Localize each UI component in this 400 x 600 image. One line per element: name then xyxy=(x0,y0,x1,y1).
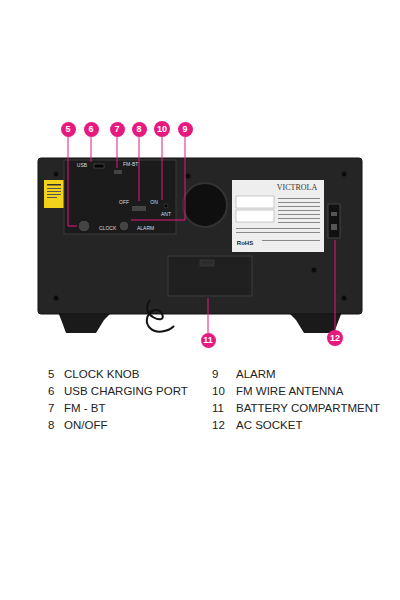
screws xyxy=(312,268,317,273)
callout-number: 6 xyxy=(88,125,93,134)
leader-lines xyxy=(139,137,140,201)
key-number: 5 xyxy=(48,368,54,381)
screws xyxy=(342,172,347,177)
battery-compartment xyxy=(168,256,252,296)
panel-marking: CLOCK xyxy=(99,226,116,232)
callout-number: 9 xyxy=(182,125,187,134)
callout-number: 7 xyxy=(114,125,119,134)
warning-sticker xyxy=(47,184,61,186)
screws xyxy=(54,296,59,301)
ac-socket xyxy=(328,204,340,238)
key-number: 9 xyxy=(212,368,218,381)
rating-label xyxy=(232,180,324,252)
warning-sticker xyxy=(47,188,61,189)
left-foot xyxy=(58,312,112,333)
rating-label xyxy=(262,240,320,241)
leader-lines xyxy=(68,137,335,333)
control-recess xyxy=(64,160,176,234)
clock-knob xyxy=(78,220,90,232)
ac-socket xyxy=(331,224,337,230)
callout-circle: 7 xyxy=(110,122,125,137)
leader-lines xyxy=(68,137,77,226)
power-switch xyxy=(132,206,146,211)
usb-port xyxy=(94,164,104,168)
screws xyxy=(54,172,59,177)
callout-circle: 11 xyxy=(201,333,216,348)
panel-marking: USB xyxy=(77,163,87,169)
ac-socket xyxy=(331,212,337,216)
key-text: ALARM xyxy=(236,368,276,381)
key-text: CLOCK KNOB xyxy=(64,368,139,381)
key-text: USB CHARGING PORT xyxy=(64,385,188,398)
key-number: 11 xyxy=(212,402,224,415)
antenna-wire xyxy=(147,300,174,332)
leader-lines xyxy=(208,298,209,333)
bass-port xyxy=(183,183,227,227)
leader-lines xyxy=(117,137,118,168)
callout-circle: 10 xyxy=(154,121,170,137)
panel-marking: OFF xyxy=(119,200,129,206)
back-panel xyxy=(38,158,362,314)
rating-label xyxy=(236,232,320,233)
key-number: 6 xyxy=(48,385,54,398)
callout-circle: 9 xyxy=(178,122,193,137)
battery-compartment xyxy=(168,256,252,296)
rating-label xyxy=(278,202,320,203)
key-number: 12 xyxy=(212,419,225,432)
warning-sticker xyxy=(47,191,61,192)
warning-sticker xyxy=(44,180,64,208)
rating-label xyxy=(278,222,320,223)
battery-compartment xyxy=(200,260,214,266)
warning-sticker xyxy=(47,197,57,198)
callout-number: 5 xyxy=(65,125,70,134)
panel-marking: FM-BT xyxy=(123,162,138,168)
brand-name: VICTROLA xyxy=(277,183,317,192)
leader-lines xyxy=(131,137,185,220)
certification-mark: RoHS xyxy=(237,240,253,247)
alarm-button xyxy=(119,221,129,231)
panel-marking: ALARM xyxy=(137,226,154,232)
warning-sticker xyxy=(47,194,61,195)
key-number: 7 xyxy=(48,402,54,415)
rating-label xyxy=(236,228,320,229)
rating-label xyxy=(236,210,274,222)
fm-bt-switch xyxy=(114,170,122,174)
rating-label xyxy=(232,180,324,252)
leader-lines xyxy=(91,137,92,162)
callout-circle: 12 xyxy=(327,330,343,346)
warning-sticker xyxy=(44,180,64,208)
panel-marking: ON xyxy=(150,200,158,206)
key-text: FM - BT xyxy=(64,402,106,415)
rating-label xyxy=(278,198,320,199)
callout-number: 11 xyxy=(203,336,213,345)
ac-socket xyxy=(328,204,340,238)
rating-label xyxy=(278,206,320,207)
rating-label xyxy=(278,218,320,219)
antenna-hole xyxy=(164,204,168,208)
callout-circle: 8 xyxy=(132,122,147,137)
rating-label xyxy=(278,210,320,211)
radio-feet xyxy=(58,312,342,333)
key-text: FM WIRE ANTENNA xyxy=(236,385,343,398)
key-text: AC SOCKET xyxy=(236,419,302,432)
key-number: 8 xyxy=(48,419,54,432)
rating-label xyxy=(236,196,274,208)
callout-circle: 6 xyxy=(84,122,99,137)
key-text: BATTERY COMPARTMENT xyxy=(236,402,380,415)
screws xyxy=(342,296,347,301)
rating-label xyxy=(278,214,320,215)
callout-number: 8 xyxy=(136,125,141,134)
callout-number: 10 xyxy=(157,125,167,134)
callout-number: 12 xyxy=(330,334,340,343)
leader-lines xyxy=(335,240,336,331)
screws xyxy=(186,174,191,179)
callout-circle: 5 xyxy=(61,122,76,137)
key-number: 10 xyxy=(212,385,225,398)
panel-marking: ANT xyxy=(161,212,171,218)
key-text: ON/OFF xyxy=(64,419,107,432)
leader-lines xyxy=(162,137,163,200)
